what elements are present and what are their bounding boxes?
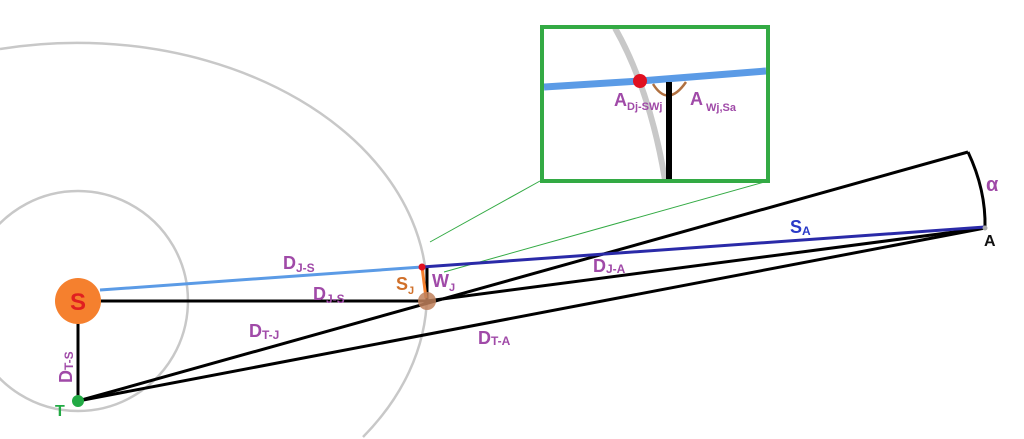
zoom-guide-line-left (429, 180, 541, 243)
label-d-ja: DJ-A (593, 256, 626, 276)
line-t-a (77, 226, 986, 403)
earth-label: T (55, 403, 65, 420)
inset-label-angle-left: ADj-SWj (614, 90, 662, 113)
inset-line-j-s (544, 77, 641, 91)
inset-orbit (612, 29, 668, 179)
label-s-j: SJ (396, 274, 414, 297)
inset-line-s-a (639, 67, 766, 85)
jupiter-orbit (0, 41, 429, 438)
inset-red-point (633, 74, 647, 88)
red-point (418, 263, 426, 271)
asteroid (982, 225, 988, 231)
label-w-j: WJ (432, 271, 455, 294)
svg-text:SA: SA (790, 217, 811, 238)
svg-text:ADj-SWj: ADj-SWj (614, 90, 662, 113)
label-d-js-lower: DJ-S (313, 284, 345, 306)
jupiter (418, 292, 436, 310)
label-d-tj: DT-J (249, 321, 279, 342)
earth-orbit (0, 189, 190, 413)
svg-text:SJ: SJ (396, 274, 414, 297)
earth (72, 395, 84, 407)
label-d-ts: DT-S (56, 351, 76, 383)
line-j-s-light (99, 265, 423, 292)
sun-label: S (70, 289, 86, 316)
svg-text:DJ-S: DJ-S (283, 253, 315, 275)
svg-text:DT-S: DT-S (56, 351, 76, 383)
line-t-j-extended (77, 150, 969, 403)
svg-text:DJ-S: DJ-S (313, 284, 345, 306)
asteroid-label: A (984, 233, 996, 250)
sun (55, 278, 101, 324)
label-d-ta: DT-A (478, 328, 511, 348)
zoom-guide-line-right (443, 180, 769, 273)
svg-text:AWj,Sa: AWj,Sa (690, 89, 737, 114)
svg-text:DT-J: DT-J (249, 321, 279, 342)
svg-text:DJ-A: DJ-A (593, 256, 626, 276)
line-s-a (421, 225, 986, 269)
svg-text:DT-A: DT-A (478, 328, 511, 348)
svg-text:WJ: WJ (432, 271, 455, 294)
alpha-arc (966, 151, 987, 229)
line-j-a (426, 226, 986, 303)
label-s-a: SA (790, 217, 811, 238)
label-d-js-upper: DJ-S (283, 253, 315, 275)
alpha-label: α (986, 174, 999, 196)
